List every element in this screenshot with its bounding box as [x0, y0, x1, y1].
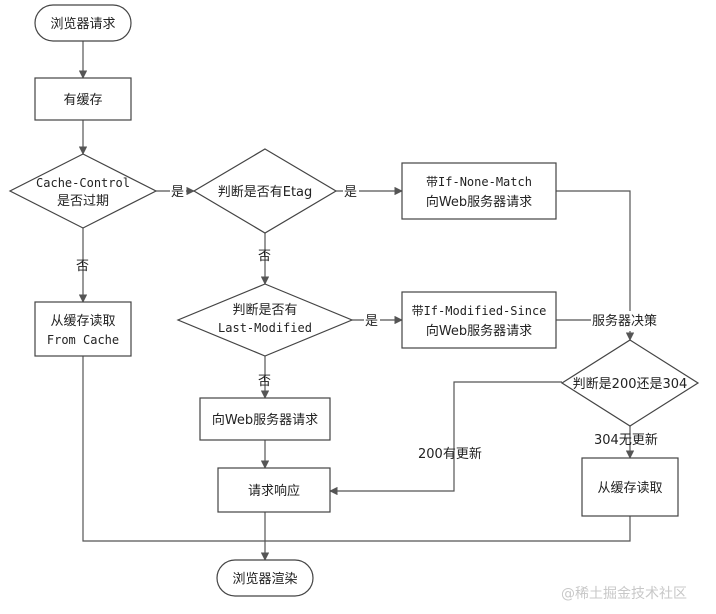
node-cache-control: Cache-Control 是否过期 [8, 153, 158, 229]
label-200-updated: 200有更新 [418, 446, 482, 462]
edge-status-200-to-response [329, 381, 562, 496]
node-read-cache-line2: From Cache [47, 333, 119, 347]
node-cache-control-line1: Cache-Control [36, 176, 130, 190]
node-last-modified-line1: 判断是否有 [232, 303, 297, 318]
node-response: 请求响应 [217, 467, 331, 513]
label-control-yes: 是 [171, 185, 184, 200]
node-read-cache: 从缓存读取 From Cache [34, 301, 132, 357]
node-if-modified-since-line1: 带If-Modified-Since [412, 304, 547, 318]
edge-labels: 是 是 否 否 是 否 200有更新 304无更新 [76, 182, 658, 462]
node-has-cache: 有缓存 [34, 77, 132, 121]
label-lastmodified-no: 否 [258, 374, 271, 389]
edge-ifnonematch-to-decision [556, 190, 635, 341]
edges [78, 41, 635, 561]
node-if-none-match-line1: 带If-None-Match [426, 175, 532, 189]
edge-readcache-to-render [82, 356, 265, 542]
node-start-label: 浏览器请求 [50, 16, 115, 32]
node-start: 浏览器请求 [34, 4, 132, 42]
node-read-cache-304: 从缓存读取 [581, 457, 679, 517]
label-304-not-modified: 304无更新 [594, 432, 658, 448]
node-web-request: 向Web服务器请求 [199, 397, 331, 441]
node-response-label: 请求响应 [248, 483, 300, 499]
server-decision-text: 服务器决策 [592, 313, 657, 329]
node-status-check: 判断是200还是304 [560, 339, 700, 427]
node-web-request-label: 向Web服务器请求 [212, 412, 318, 428]
node-render-label: 浏览器渲染 [232, 571, 297, 587]
node-etag-check-label: 判断是否有Etag [218, 185, 313, 200]
node-if-modified-since: 带If-Modified-Since 向Web服务器请求 [401, 291, 557, 349]
node-cache-control-line2: 是否过期 [57, 194, 109, 209]
node-status-check-label: 判断是200还是304 [573, 377, 688, 392]
node-if-modified-since-line2: 向Web服务器请求 [426, 323, 532, 339]
watermark: @稀土掘金技术社区 [561, 586, 687, 602]
node-last-modified-line2: Last-Modified [218, 321, 312, 335]
node-if-none-match: 带If-None-Match 向Web服务器请求 [401, 162, 557, 220]
label-etag-no: 否 [258, 249, 271, 264]
label-lastmodified-yes: 是 [365, 314, 378, 329]
node-render: 浏览器渲染 [216, 559, 314, 597]
label-etag-yes: 是 [344, 185, 357, 200]
node-last-modified-check: 判断是否有 Last-Modified [176, 283, 354, 357]
node-read-cache-line1: 从缓存读取 [50, 314, 115, 329]
label-control-no: 否 [76, 259, 89, 274]
edge-readcache304-to-render [265, 516, 631, 542]
node-etag-check: 判断是否有Etag [192, 148, 338, 234]
node-server-decision-label: 服务器决策 [591, 311, 687, 331]
node-has-cache-label: 有缓存 [63, 93, 102, 108]
node-if-none-match-line2: 向Web服务器请求 [426, 194, 532, 210]
node-read-cache-304-label: 从缓存读取 [597, 481, 662, 496]
